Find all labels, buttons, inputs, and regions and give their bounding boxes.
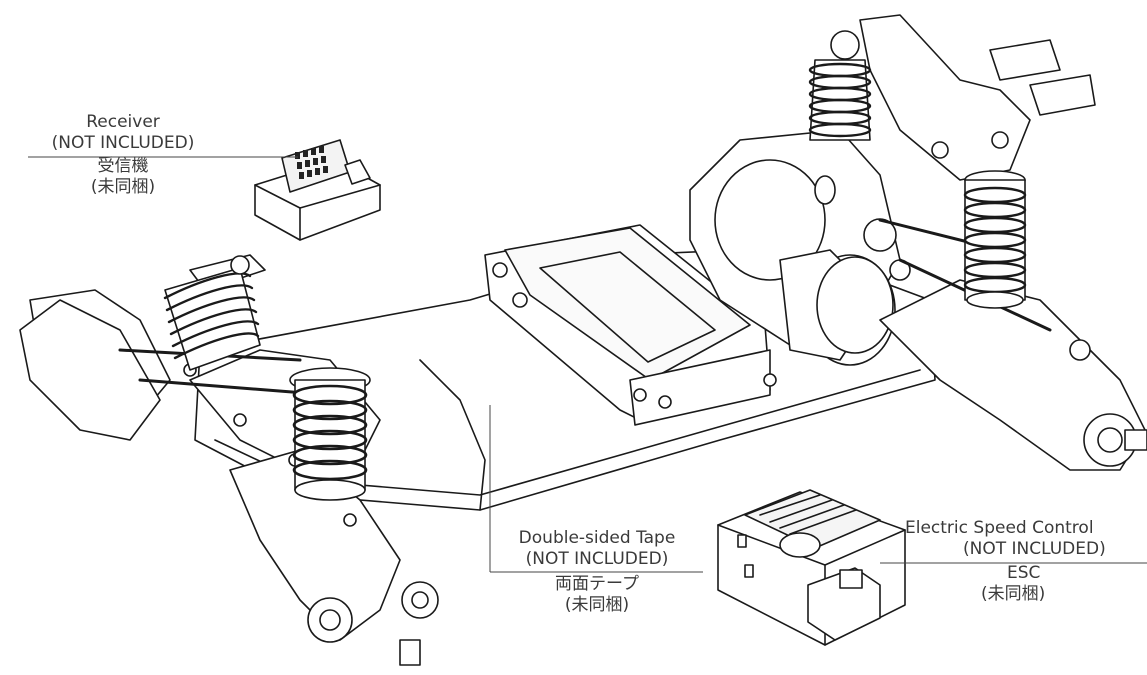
- esc-not-included-jp: (未同梱): [981, 584, 1046, 604]
- receiver-not-included-jp: (未同梱): [90, 177, 156, 197]
- motor: [689, 129, 911, 366]
- esc-label-jp: ESC: [1007, 563, 1041, 583]
- receiver-not-included-en: (NOT INCLUDED): [51, 133, 195, 153]
- front-shock-left: [163, 254, 266, 371]
- esc-callout: Electric Speed Control (NOT INCLUDED) ES…: [905, 518, 1147, 605]
- tape-label-en: Double-sided Tape: [518, 528, 676, 548]
- tape-callout: Double-sided Tape (NOT INCLUDED) 両面テープ (…: [492, 528, 702, 616]
- esc-unit: [717, 489, 906, 646]
- receiver-callout: Receiver (NOT INCLUDED) 受信機 (未同梱): [28, 112, 218, 198]
- battery-tray: [484, 224, 777, 426]
- receiver-box: [254, 139, 381, 241]
- receiver-label-en: Receiver: [86, 112, 160, 132]
- rear-shock-upper: [808, 30, 872, 141]
- tape-label-jp: 両面テープ: [555, 574, 639, 594]
- esc-label-en: Electric Speed Control: [905, 518, 1094, 538]
- receiver-label-jp: 受信機: [97, 156, 149, 176]
- esc-not-included-en: (NOT INCLUDED): [963, 539, 1106, 559]
- rear-shock-lower: [963, 170, 1027, 309]
- tape-not-included-jp: (未同梱): [564, 595, 630, 615]
- leader-lines: [28, 156, 1147, 573]
- front-shock-center: [289, 367, 371, 501]
- tape-not-included-en: (NOT INCLUDED): [525, 549, 669, 569]
